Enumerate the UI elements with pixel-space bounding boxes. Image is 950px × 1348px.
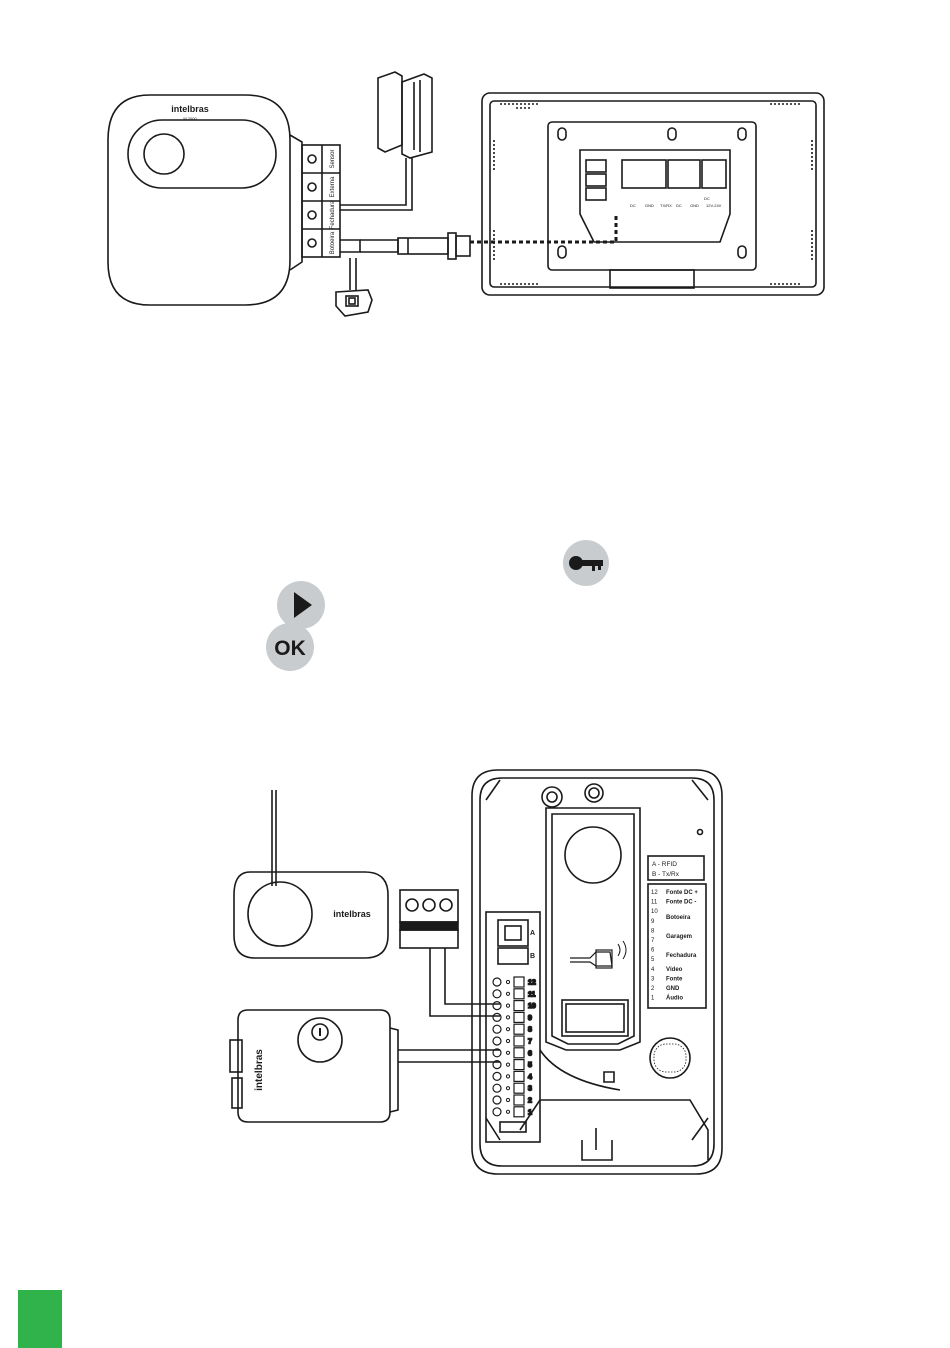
legend-terminal-label: GND [666, 986, 680, 992]
board-terminal-row: 6 [493, 1048, 532, 1058]
siren-device-top: intelbras M 2000 Sensor Externa Fechadur… [108, 95, 340, 305]
legend-ab-line: B - Tx/Rx [652, 871, 680, 878]
speaker-grille [650, 1038, 690, 1078]
board-terminal-row: 2 [493, 1095, 532, 1105]
board-terminal-row: 11 [493, 989, 536, 999]
board-terminal-row: 1 [493, 1107, 532, 1117]
board-terminal-number: 6 [528, 1050, 532, 1057]
page-tab-marker [18, 1290, 62, 1348]
board-terminal-row: 7 [493, 1036, 532, 1046]
board-terminal-number: 7 [528, 1039, 532, 1046]
siren-device-bottom: intelbras [234, 790, 388, 958]
board-letter-a: A [530, 930, 535, 937]
board-terminal-number: 3 [528, 1086, 532, 1093]
monitor-back-top: DC GND TX/RX DC GND DC 12V-24V [482, 93, 824, 295]
legend-terminal-number: 3 [651, 976, 655, 982]
legend-terminal-number: 5 [651, 957, 655, 963]
legend-terminal-number: 9 [651, 919, 655, 925]
top-wiring-diagram: intelbras M 2000 Sensor Externa Fechadur… [108, 72, 824, 316]
ok-icon: OK [266, 623, 314, 671]
legend-terminal-label: Fonte DC - [666, 900, 696, 906]
board-letter-b: B [530, 953, 535, 960]
monitor-label-4: GND [690, 203, 699, 208]
board-terminal-number: 4 [528, 1074, 532, 1081]
three-pin-connector [400, 890, 458, 948]
board-terminal-row: 3 [493, 1083, 532, 1093]
legend-terminal-number: 12 [651, 890, 658, 896]
board-terminal-row: 9 [493, 1012, 532, 1022]
board-terminal-row: 4 [493, 1071, 532, 1081]
siren-brand-top: intelbras [171, 104, 209, 114]
legend-terminal-number: 2 [651, 986, 655, 992]
legend-ab: A - RFID B - Tx/Rx [652, 861, 680, 878]
legend-terminal-number: 1 [651, 996, 655, 1002]
legend-terminal-number: 7 [651, 938, 655, 944]
board-terminal-number: 11 [528, 991, 536, 998]
magnetic-lock [378, 72, 432, 158]
monitor-label-1: GND [645, 203, 654, 208]
legend-terminal-number: 10 [651, 909, 658, 915]
sensor-device-top [336, 258, 372, 316]
legend-terminal-label: Fechadura [666, 953, 697, 959]
monitor-terminal-block [586, 160, 726, 200]
legend-terminal-number: 8 [651, 928, 655, 934]
legend-terminal-label: Fonte [666, 976, 683, 982]
siren-brand-bottom: intelbras [333, 909, 371, 919]
terminal-label-externa: Externa [330, 176, 336, 197]
electric-lock: intelbras [230, 1010, 398, 1122]
legend-terminal-number: 4 [651, 967, 655, 973]
bottom-wiring-diagram: intelbras intelbras [230, 770, 722, 1174]
siren-model-top: M 2000 [183, 116, 197, 121]
key-icon [563, 540, 609, 586]
board-terminal-number: 9 [528, 1015, 532, 1022]
legend-terminal-number: 6 [651, 948, 655, 954]
legend-terminal-label: Fonte DC + [666, 890, 698, 896]
terminal-label-botoeira: Botoeira [330, 231, 336, 254]
board-terminal-number: 8 [528, 1027, 532, 1034]
monitor-label-5: DC [704, 196, 710, 201]
legend-terminal-label: Vídeo [666, 967, 683, 973]
monitor-label-0: DC [630, 203, 636, 208]
terminal-label-fechadura: Fechadura [330, 200, 336, 229]
legend-terminal-label: Botoeira [666, 915, 691, 921]
play-icon [277, 581, 325, 629]
monitor-label-3: DC [676, 203, 682, 208]
ok-icon-label: OK [274, 637, 306, 660]
lock-brand: intelbras [254, 1049, 265, 1091]
legend-terminal-label: Áudio [666, 995, 683, 1002]
board-terminal-number: 5 [528, 1062, 532, 1069]
board-terminal-row: 8 [493, 1024, 532, 1034]
board-terminal-number: 10 [528, 1003, 536, 1010]
board-terminal-number: 1 [528, 1109, 532, 1116]
legend-terminal-number: 11 [651, 900, 658, 906]
monitor-label-6: 12V-24V [706, 203, 722, 208]
monitor-label-2: TX/RX [660, 203, 672, 208]
board-terminal-row: 10 [493, 1001, 536, 1011]
legend-ab-line: A - RFID [652, 861, 677, 868]
board-terminal-rows: 12 11 10 9 8 7 6 5 4 3 2 1 [493, 977, 536, 1117]
board-terminal-number: 2 [528, 1098, 532, 1105]
board-terminal-row: 5 [493, 1060, 532, 1070]
board-terminal-row: 12 [493, 977, 536, 987]
board-terminal-number: 12 [528, 980, 536, 987]
terminal-label-sensor: Sensor [330, 149, 336, 168]
legend-terminal-label: Garagem [666, 934, 692, 940]
